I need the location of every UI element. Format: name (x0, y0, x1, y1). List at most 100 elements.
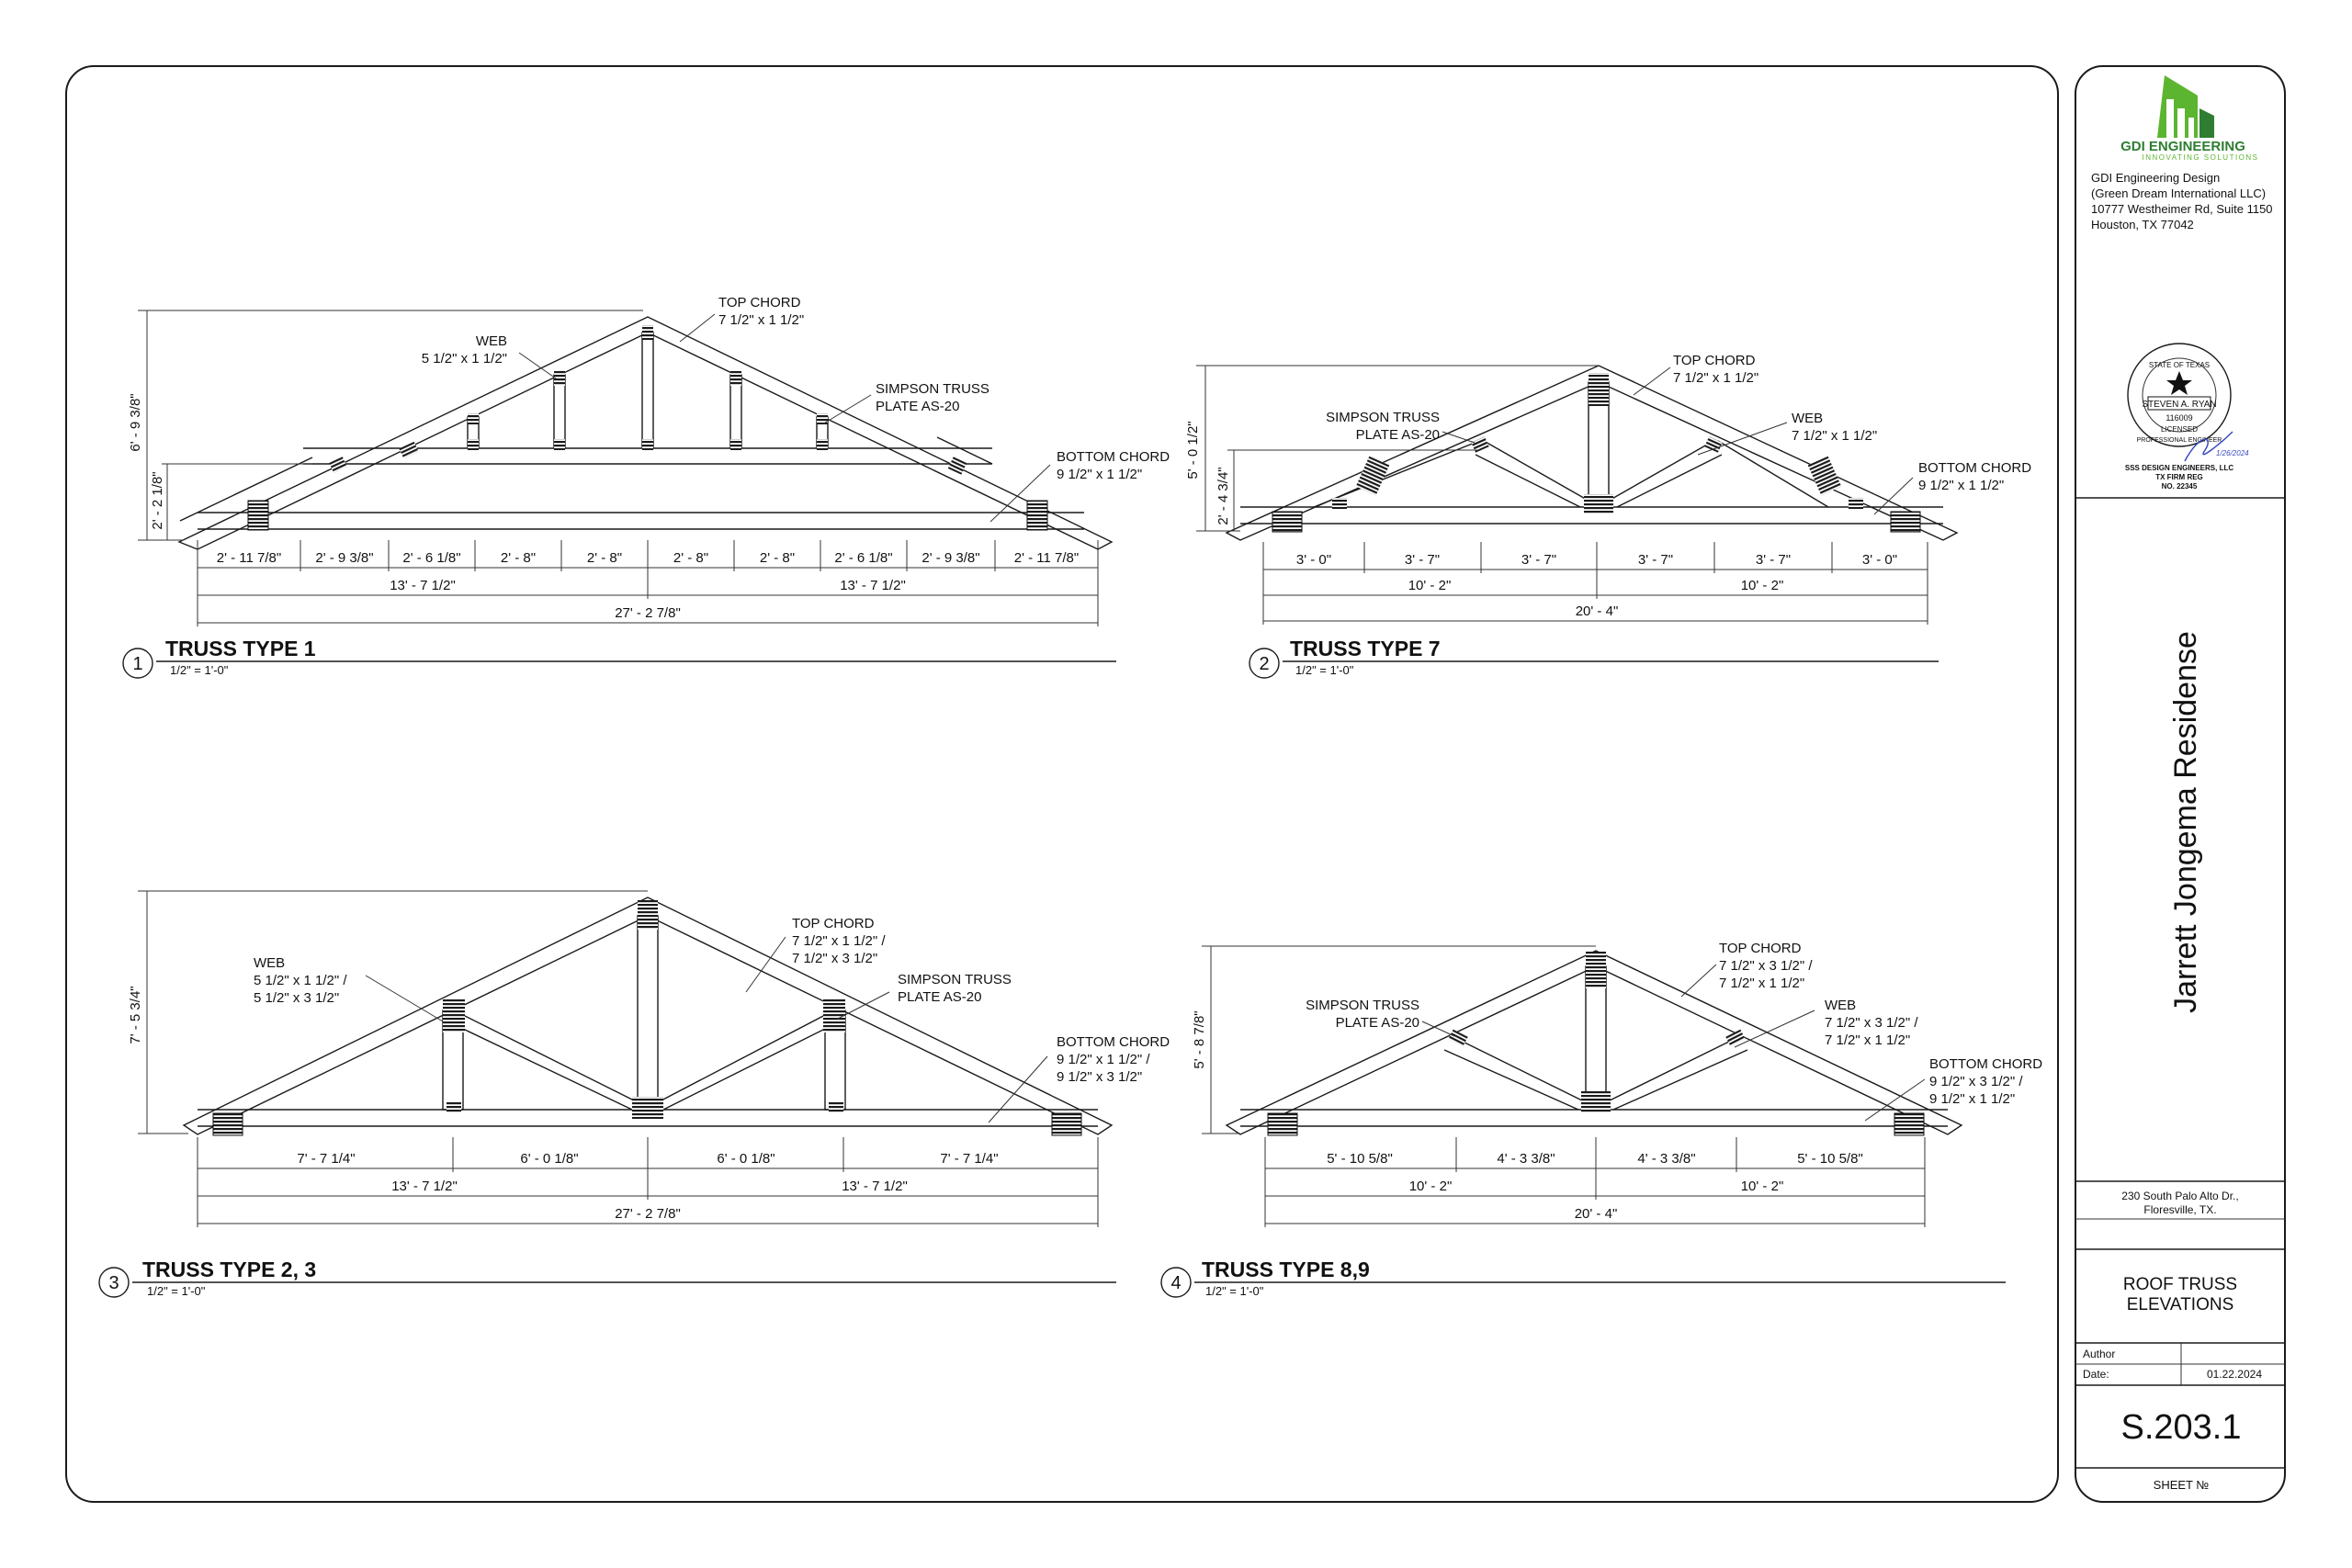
truss-plate (1584, 494, 1613, 514)
dim-segment: 2' - 8" (673, 550, 708, 566)
dim-half-span: 13' - 7 1/2" (391, 1179, 458, 1194)
label-top-chord: TOP CHORD (1673, 353, 1756, 368)
label-bottom-chord-size: 9 1/2" x 1 1/2" (1057, 467, 1142, 482)
signature-date: 1/26/2024 (2216, 449, 2249, 457)
view-scale: 1/2" = 1'-0" (1205, 1284, 1264, 1298)
view-title: TRUSS TYPE 1 (165, 637, 316, 660)
label-bottom-chord-size-2: 9 1/2" x 1 1/2" (1929, 1091, 2015, 1107)
truss-plate (1581, 1091, 1611, 1113)
dim-half-span: 13' - 7 1/2" (842, 1179, 908, 1194)
truss-2-3-geometry (182, 897, 1114, 1136)
truss-plate (730, 439, 741, 450)
label-web: WEB (254, 955, 285, 971)
truss-plate (329, 457, 347, 473)
vdim-overall-height: 6' - 9 3/8" (128, 393, 143, 451)
dim-segment: 2' - 8" (760, 550, 795, 566)
seal-professional: PROFESSIONAL ENGINEER (2137, 437, 2222, 444)
view-title: TRUSS TYPE 2, 3 (142, 1258, 316, 1281)
truss-plate (1894, 1112, 1925, 1136)
dim-total-span: 20' - 4" (1576, 604, 1619, 619)
label-top-chord-size-2: 7 1/2" x 1 1/2" (1719, 976, 1804, 991)
truss-8-9-vertical-dims: 5' - 8 7/8" (1192, 945, 1596, 1134)
label-top-chord: TOP CHORD (792, 916, 875, 931)
dim-segment: 2' - 11 7/8" (1014, 550, 1079, 566)
label-plate: SIMPSON TRUSS (898, 972, 1012, 987)
truss-plate (1448, 1029, 1468, 1047)
vdim-heel-height: 2' - 4 3/4" (1216, 467, 1231, 525)
gdi-logo: GDI ENGINEERING INNOVATING SOLUTIONS (2120, 75, 2258, 162)
label-bottom-chord-size-1: 9 1/2" x 3 1/2" / (1929, 1074, 2023, 1089)
truss-plate (1051, 1112, 1082, 1136)
truss-plate (212, 1112, 243, 1136)
view-truss-type-1: 6' - 9 3/8" 2' - 2 1/8" 2' - 11 7/8" 2' … (122, 295, 1170, 679)
sheet-title: ELEVATIONS (2127, 1295, 2234, 1314)
label-bottom-chord: BOTTOM CHORD (1918, 460, 2031, 476)
seal-licensed: LICENSED (2161, 425, 2198, 434)
view-truss-type-7: 5' - 0 1/2" 2' - 4 3/4" 3' - 0" 3' - 7" … (1185, 353, 2031, 679)
label-bottom-chord: BOTTOM CHORD (1057, 449, 1170, 465)
view-scale: 1/2" = 1'-0" (1295, 663, 1354, 677)
truss-plate (947, 457, 967, 475)
sheet-number: S.203.1 (2121, 1408, 2242, 1447)
label-web: WEB (476, 333, 507, 349)
dim-total-span: 27' - 2 7/8" (615, 605, 681, 621)
label-top-chord-size-1: 7 1/2" x 1 1/2" / (792, 933, 886, 949)
label-web: WEB (1825, 998, 1856, 1013)
dim-segment: 3' - 7" (1638, 552, 1673, 568)
label-web-size-1: 5 1/2" x 1 1/2" / (254, 973, 347, 988)
label-bottom-chord: BOTTOM CHORD (1057, 1034, 1170, 1050)
truss-2-3-labels: TOP CHORD 7 1/2" x 1 1/2" / 7 1/2" x 3 1… (254, 916, 1170, 1123)
truss-plate (1272, 511, 1303, 533)
label-bottom-chord-size-2: 9 1/2" x 3 1/2" (1057, 1069, 1142, 1085)
truss-2-3-vertical-dims: 7' - 5 3/4" (128, 890, 648, 1134)
truss-plate (1026, 500, 1048, 531)
label-plate-type: PLATE AS-20 (1336, 1015, 1419, 1031)
company-tagline: INNOVATING SOLUTIONS (2142, 153, 2258, 162)
truss-plate (642, 439, 653, 450)
company-name: GDI ENGINEERING (2120, 139, 2245, 154)
truss-plate (817, 413, 828, 424)
sheet-label: SHEET № (2154, 1478, 2210, 1492)
engineer-seal: STATE OF TEXAS STEVEN A. RYAN 116009 LIC… (2127, 343, 2249, 462)
truss-plate (1725, 1029, 1746, 1047)
label-plate-type: PLATE AS-20 (1356, 427, 1440, 443)
seal-number: 116009 (2165, 413, 2192, 423)
seal-name: STEVEN A. RYAN (2142, 400, 2216, 410)
label-top-chord-size: 7 1/2" x 1 1/2" (1673, 370, 1758, 386)
label-top-chord: TOP CHORD (718, 295, 801, 310)
dim-segment: 3' - 7" (1756, 552, 1791, 568)
label-web-size-2: 7 1/2" x 1 1/2" (1825, 1032, 1910, 1048)
view-number: 2 (1259, 654, 1269, 674)
truss-1-vertical-dims: 6' - 9 3/8" 2' - 2 1/8" (128, 310, 643, 541)
vdim-overall-height: 5' - 0 1/2" (1185, 421, 1201, 479)
truss-7-dims: 3' - 0" 3' - 7" 3' - 7" 3' - 7" 3' - 7" … (1262, 542, 1928, 625)
label-web-size: 5 1/2" x 1 1/2" (422, 351, 507, 367)
view-number: 1 (132, 654, 142, 674)
dim-segment: 3' - 7" (1521, 552, 1556, 568)
truss-2-3-dims: 7' - 7 1/4" 6' - 0 1/8" 6' - 0 1/8" 7' -… (197, 1137, 1099, 1227)
truss-plate (399, 441, 419, 459)
date-value: 01.22.2024 (2207, 1368, 2262, 1381)
truss-plate (447, 1102, 461, 1113)
dim-segment: 7' - 7 1/4" (940, 1151, 998, 1167)
truss-7-geometry (1225, 365, 1959, 541)
dim-segment: 2' - 9 3/8" (315, 550, 373, 566)
truss-plate (443, 999, 465, 1032)
label-web-size: 7 1/2" x 1 1/2" (1792, 428, 1877, 444)
truss-7-vertical-dims: 5' - 0 1/2" 2' - 4 3/4" (1185, 365, 1599, 532)
dim-segment: 7' - 7 1/4" (297, 1151, 355, 1167)
truss-plate (829, 1102, 843, 1113)
dim-half-span: 10' - 2" (1741, 578, 1784, 593)
truss-plate (1589, 373, 1609, 406)
site-address: Floresville, TX. (2143, 1203, 2216, 1216)
dim-total-span: 27' - 2 7/8" (615, 1206, 681, 1222)
view-number: 4 (1170, 1273, 1181, 1293)
truss-plate (1807, 456, 1842, 496)
dim-half-span: 13' - 7 1/2" (390, 578, 456, 593)
label-plate: SIMPSON TRUSS (876, 381, 989, 397)
truss-8-9-labels: TOP CHORD 7 1/2" x 3 1/2" / 7 1/2" x 1 1… (1306, 941, 2042, 1122)
sheet-title: ROOF TRUSS (2123, 1275, 2237, 1294)
dim-segment: 4' - 3 3/8" (1497, 1151, 1555, 1167)
dim-segment: 2' - 8" (501, 550, 536, 566)
view-truss-type-2-3: 7' - 5 3/4" 7' - 7 1/4" 6' - 0 1/8" 6' -… (98, 890, 1170, 1298)
